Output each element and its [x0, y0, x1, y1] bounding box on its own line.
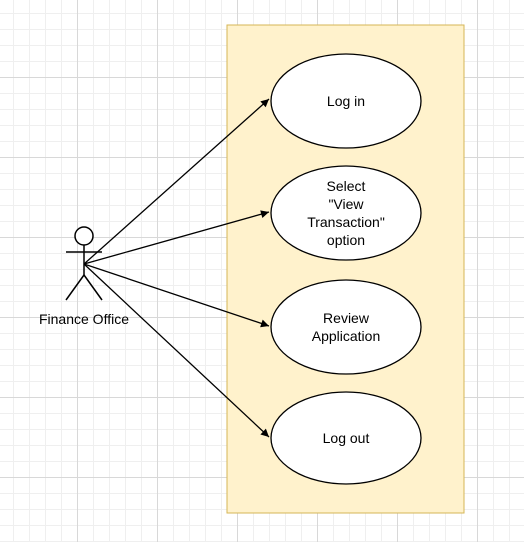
use-case-view-transaction[interactable] — [270, 165, 422, 261]
use-case-log-in-label: Log in — [326, 93, 366, 109]
association-log-in — [83, 98, 270, 265]
use-case-log-out[interactable] — [270, 391, 422, 485]
use-case-log-in[interactable] — [270, 53, 422, 149]
actor-name: Finance Office — [38, 311, 129, 327]
association-review-application — [83, 263, 270, 328]
actor-left-leg — [65, 274, 85, 301]
use-case-view-transaction-label: Select "View Transaction" option — [307, 178, 385, 248]
use-case-log-out-label: Log out — [322, 430, 370, 446]
use-case-review-application[interactable] — [270, 279, 422, 375]
use-case-review-application-label: Review Application — [311, 310, 381, 344]
actor-right-leg — [83, 274, 103, 301]
association-view-transaction — [83, 210, 270, 265]
association-log-out — [83, 263, 270, 438]
actor-head — [74, 226, 94, 246]
actor-figure[interactable] — [65, 226, 103, 301]
